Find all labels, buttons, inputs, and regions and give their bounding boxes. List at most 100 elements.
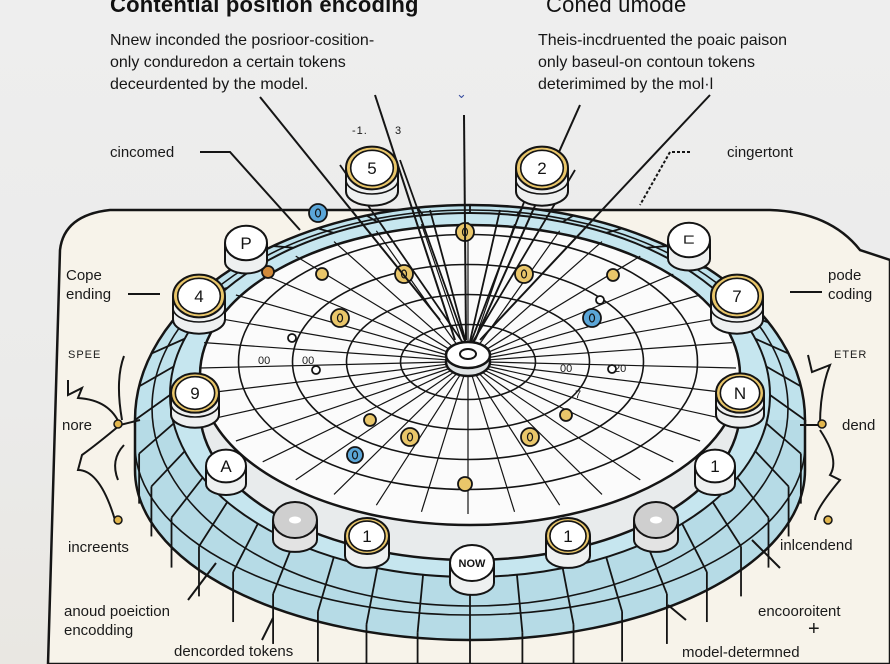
token-face (174, 375, 216, 411)
rim-grid-line (562, 214, 574, 223)
token-face (349, 149, 395, 187)
dial-dot-center (314, 208, 322, 218)
callout-bottom-center-left: dencorded tokens (174, 643, 294, 660)
dial-spoke (483, 369, 674, 463)
dial-dot (457, 476, 473, 492)
callout-left-mid: Cope ending (66, 266, 111, 304)
token-band (710, 307, 764, 323)
callout-right-mid: pode coding (828, 266, 872, 304)
dial-spoke (485, 367, 701, 442)
dial-dot-center (336, 313, 344, 323)
callout-top-left: cincomed (110, 144, 175, 161)
token: A (205, 448, 247, 496)
token-band (345, 179, 399, 195)
token: ㄷ (667, 221, 711, 272)
rim-ring (151, 209, 789, 607)
rim-grid (134, 205, 806, 664)
left-description-line: deceurdented by the model. (110, 76, 309, 93)
dial-spoke (486, 317, 720, 359)
dial-dot-center (526, 432, 534, 442)
token: 5 (345, 145, 399, 207)
dial-dot (400, 427, 420, 447)
dial-spoke (420, 224, 466, 351)
right-description-line: only baseul-on contoun tokens (538, 54, 756, 71)
token-face (719, 375, 761, 411)
callout-line: coding (828, 286, 873, 303)
dial-dot (346, 446, 364, 464)
dial-spoke (295, 370, 456, 481)
token-band (715, 403, 765, 418)
token-band (515, 179, 569, 195)
token-label: N (734, 384, 746, 403)
dial-spoke (375, 230, 462, 352)
dial-spoke (474, 372, 561, 506)
token (633, 500, 679, 553)
right-description-line: deterimimed by the mol·l (538, 76, 714, 93)
dial-dot-center (520, 269, 528, 279)
leader-lines (67, 94, 842, 641)
dial-spoke (235, 367, 451, 442)
callout-top-right: cingertont (727, 144, 793, 161)
token: P (224, 224, 268, 275)
dial-spoke (204, 342, 449, 361)
dial-spoke (470, 373, 516, 512)
callout-plus: + (808, 618, 820, 640)
dial-mark: 00 (258, 355, 271, 367)
token-label: A (220, 457, 232, 476)
token: 1 (344, 516, 390, 569)
dial-mark: 7 (575, 389, 582, 401)
callout-line: encodding (64, 622, 134, 639)
dial-spoke (487, 363, 732, 394)
token: 7 (710, 273, 764, 335)
dial-spoke (483, 273, 674, 355)
token-highlight (650, 516, 662, 524)
right-description: Theis-incdruented the poaic paison only … (538, 30, 787, 96)
callout-left-tag: SPEE (68, 349, 102, 361)
token-band (170, 403, 220, 418)
spoke-line (429, 209, 469, 351)
dial-spoke (480, 370, 641, 481)
rim-grid-line (605, 227, 623, 234)
token-label: 2 (537, 159, 546, 178)
token-label: NOW (459, 558, 487, 570)
spoke-line (467, 209, 501, 351)
dial-spoke (262, 369, 453, 463)
token (272, 500, 318, 553)
dial-spoke (486, 365, 720, 419)
dial-spoke (216, 365, 450, 419)
dial-spoke (487, 342, 732, 361)
token: 2 (515, 145, 569, 207)
dial-dot (595, 295, 605, 305)
dial-dot (315, 267, 329, 281)
top-mark: 3 (395, 125, 403, 137)
dial-spoke (420, 373, 466, 512)
callout-right-node: dend (842, 417, 876, 434)
hub (444, 340, 492, 378)
left-title: Contential position encoding (110, 0, 419, 17)
callout-bottom-right-c: model-determned (682, 644, 800, 661)
dial-spoke (477, 371, 603, 495)
rim-grid-line (416, 207, 424, 216)
callout-bottom-left-b: anoud poeiction encodding (64, 602, 170, 640)
dial-spoke (333, 371, 459, 495)
dial-dot (363, 413, 377, 427)
token-top (224, 224, 268, 262)
dial-dot (582, 308, 602, 328)
token-face (714, 277, 760, 315)
dial-dot (287, 333, 297, 343)
dial-dot-center (406, 432, 414, 442)
dial-dot (311, 365, 321, 375)
dial-dot (559, 408, 573, 422)
token: 1 (545, 516, 591, 569)
callout-bottom-left-a: increents (68, 539, 129, 556)
dial-mark: 00 (302, 355, 315, 367)
left-description-line: Nnew inconded the posrioor-cosition- (110, 32, 375, 49)
dial-mark: 00 (560, 363, 573, 375)
token: NOW (449, 543, 495, 596)
token-label: 1 (362, 527, 371, 546)
dial-spoke (204, 363, 449, 394)
token: N (715, 372, 765, 429)
left-description: Nnew inconded the posrioor-cosition- onl… (110, 30, 374, 96)
